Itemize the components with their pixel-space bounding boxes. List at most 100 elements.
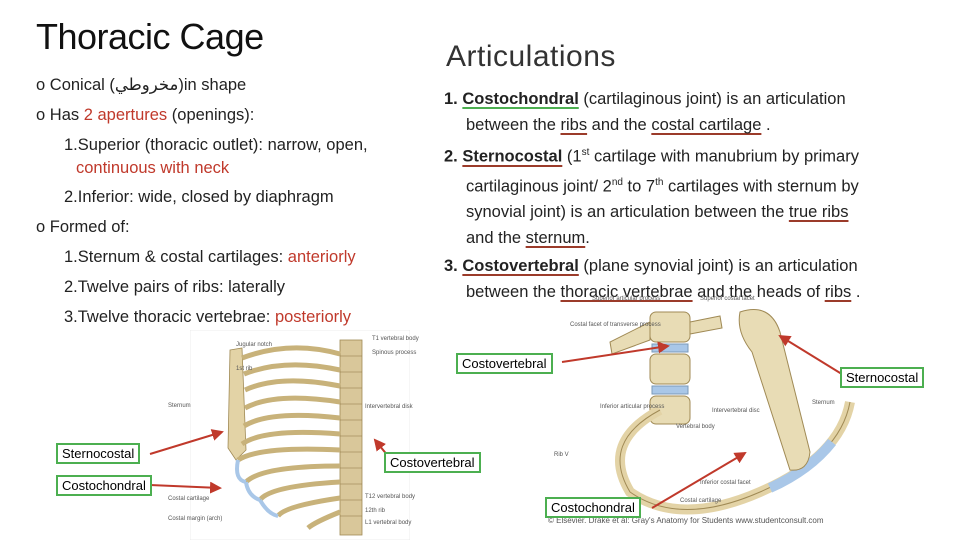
a1-line1: (cartilaginous joint) is an articulation <box>578 90 846 108</box>
bullet-apertures: o Has 2 apertures (openings): <box>36 100 436 130</box>
a2-l2-post: cartilages with sternum by <box>663 177 859 195</box>
fig-label-intervert-disc: Intervertebral disc <box>712 408 760 414</box>
superior-line2: continuous with neck <box>76 159 230 177</box>
bullet2-text-end: (openings): <box>167 106 255 124</box>
label-sternocostal-right: Sternocostal <box>840 367 925 388</box>
costal-cartilage-term: costal cartilage <box>651 116 762 134</box>
fig-label-t1: T1 vertebral body <box>372 336 419 342</box>
ribs-term: ribs <box>560 116 588 134</box>
apertures-highlight: 2 apertures <box>83 106 168 124</box>
left-text-block: o Conical (مخروطي)in shape o Has 2 apert… <box>36 70 436 332</box>
formed-item-2: 2.Twelve pairs of ribs: laterally <box>64 278 286 296</box>
costovertebral-term: Costovertebral <box>462 257 579 275</box>
item-number: 1. <box>444 90 458 108</box>
a1-l2-mid: and the <box>587 116 652 134</box>
a2-l2-pre: cartilaginous joint/ 2 <box>466 177 612 195</box>
articulation-1-line2: between the ribs and the costal cartilag… <box>444 112 944 138</box>
formed-of-text: Formed of: <box>49 218 130 236</box>
arabic-term: مخروطي <box>114 76 179 94</box>
bullet1-text-end: )in shape <box>178 76 247 94</box>
articulation-3-line2: between the thoracic vertebrae and the h… <box>444 279 944 305</box>
sternum-right-shape <box>738 309 811 471</box>
label-costochondral-left: Costochondral <box>56 475 152 496</box>
a3-l2-mid: and the heads of <box>692 283 825 301</box>
bullet-glyph: o <box>36 106 46 124</box>
fig-label-inf-costal: Inferior costal facet <box>700 480 751 486</box>
fig-label-t12: T12 vertebral body <box>365 494 416 500</box>
vertebra-stack <box>609 311 723 425</box>
sub-superior: 1.Superior (thoracic outlet): narrow, op… <box>36 134 436 180</box>
bullet2-text: Has <box>49 106 84 124</box>
a2-l4-end: . <box>585 229 590 247</box>
articulation-2: 2. Sternocostal (1st cartilage with manu… <box>444 140 944 170</box>
label-sternocostal-left: Sternocostal <box>56 443 141 464</box>
thoracic-cage-figure <box>190 330 410 540</box>
sternocostal-term: Sternocostal <box>462 147 563 166</box>
formed-item-3: 3.Twelve thoracic vertebrae: posteriorly <box>36 302 436 332</box>
posteriorly-highlight: posteriorly <box>274 308 352 326</box>
bullet-conical: o Conical (مخروطي)in shape <box>36 70 436 100</box>
fig-label-sup-art: Superior articular process <box>592 296 661 302</box>
bullet1-text: Conical ( <box>49 76 115 94</box>
a2-l2-mid: to 7 <box>622 177 656 195</box>
a2-l3-pre: synovial joint) is an articulation betwe… <box>466 203 789 221</box>
sub-inferior: 2.Inferior: wide, closed by diaphragm <box>64 188 334 206</box>
slide-title: Thoracic Cage <box>36 16 264 57</box>
fig-label-sternum: Sternum <box>168 403 191 409</box>
articulation-3: 3. Costovertebral (plane synovial joint)… <box>444 253 944 279</box>
a2-l4-pre: and the <box>466 229 526 247</box>
fig-label-costal-cart-right: Costal cartilage <box>680 498 722 504</box>
formed-item-1: 1.Sternum & costal cartilages: anteriorl… <box>36 242 436 272</box>
fig-label-jugular: Jugular notch <box>236 342 273 348</box>
a2-sup3: th <box>655 176 664 188</box>
fig-label-costal-cart: Costal cartilage <box>168 496 210 502</box>
spine-column <box>339 339 363 536</box>
a3-l2-end: . <box>851 283 861 301</box>
a1-l2-end: . <box>761 116 771 134</box>
ribs <box>236 345 341 530</box>
label-costochondral-bottom: Costochondral <box>545 497 641 518</box>
fig-label-spinous: Spinous process <box>372 350 417 356</box>
fig-label-intervert: Intervertebral disk <box>365 404 413 410</box>
bullet-formed: o Formed of: <box>36 212 436 242</box>
articulation-1: 1. Costochondral (cartilaginous joint) i… <box>444 86 944 112</box>
a2-sup1: st <box>581 147 590 158</box>
articulations-heading: Articulations <box>446 40 616 73</box>
fig-label-inf-art: Inferior articular process <box>600 404 665 410</box>
costochondral-term: Costochondral <box>462 90 579 108</box>
sternum-shape <box>227 347 247 461</box>
fig-label-rib1: 1st rib <box>236 366 253 372</box>
costal-cartilages <box>235 459 279 518</box>
a1-l2-pre: between the <box>466 116 561 134</box>
articulation-figure <box>609 309 855 515</box>
fig-label-sup-costal: Superior costal facet <box>700 296 755 302</box>
bullet-glyph: o <box>36 76 46 94</box>
true-ribs-term: true ribs <box>788 203 849 221</box>
item-number: 2. <box>444 147 458 166</box>
item-number: 3. <box>444 257 458 275</box>
fig-label-rib-v: Rib V <box>554 452 569 458</box>
bullet-glyph: o <box>36 218 46 236</box>
articulation-list: 1. Costochondral (cartilaginous joint) i… <box>444 86 944 305</box>
thoracic-vertebrae-term: thoracic vertebrae <box>560 283 693 301</box>
articulation-2-line4: and the sternum. <box>444 225 944 251</box>
anteriorly-highlight: anteriorly <box>287 248 356 266</box>
costal-cartilage-shape <box>767 438 836 493</box>
a2-l1-post: cartilage with manubrium by primary <box>589 147 859 166</box>
a2-l1-pre: (1 <box>562 147 582 166</box>
articulation-2-line2: cartilaginous joint/ 2nd to 7th cartilag… <box>444 170 944 200</box>
label-costovertebral-mid: Costovertebral <box>384 452 481 473</box>
copyright-note: © Elsevier. Drake et al: Gray's Anatomy … <box>548 516 824 525</box>
formed1-text: 1.Sternum & costal cartilages: <box>64 248 288 266</box>
superior-line1: 1.Superior (thoracic outlet): narrow, op… <box>64 136 368 154</box>
fig-label-l1: L1 vertebral body <box>365 520 412 526</box>
a3-l2-pre: between the <box>466 283 561 301</box>
fig-label-sternum-right: Sternum <box>812 400 835 406</box>
ribs-term-2: ribs <box>824 283 852 301</box>
sternum-term: sternum <box>525 229 586 247</box>
fig-label-rib12: 12th rib <box>365 508 386 514</box>
a2-sup2: nd <box>611 176 623 188</box>
fig-label-vert-body: Vertebral body <box>676 424 715 430</box>
fig-label-costal-facet-tp: Costal facet of transverse process <box>570 322 661 328</box>
